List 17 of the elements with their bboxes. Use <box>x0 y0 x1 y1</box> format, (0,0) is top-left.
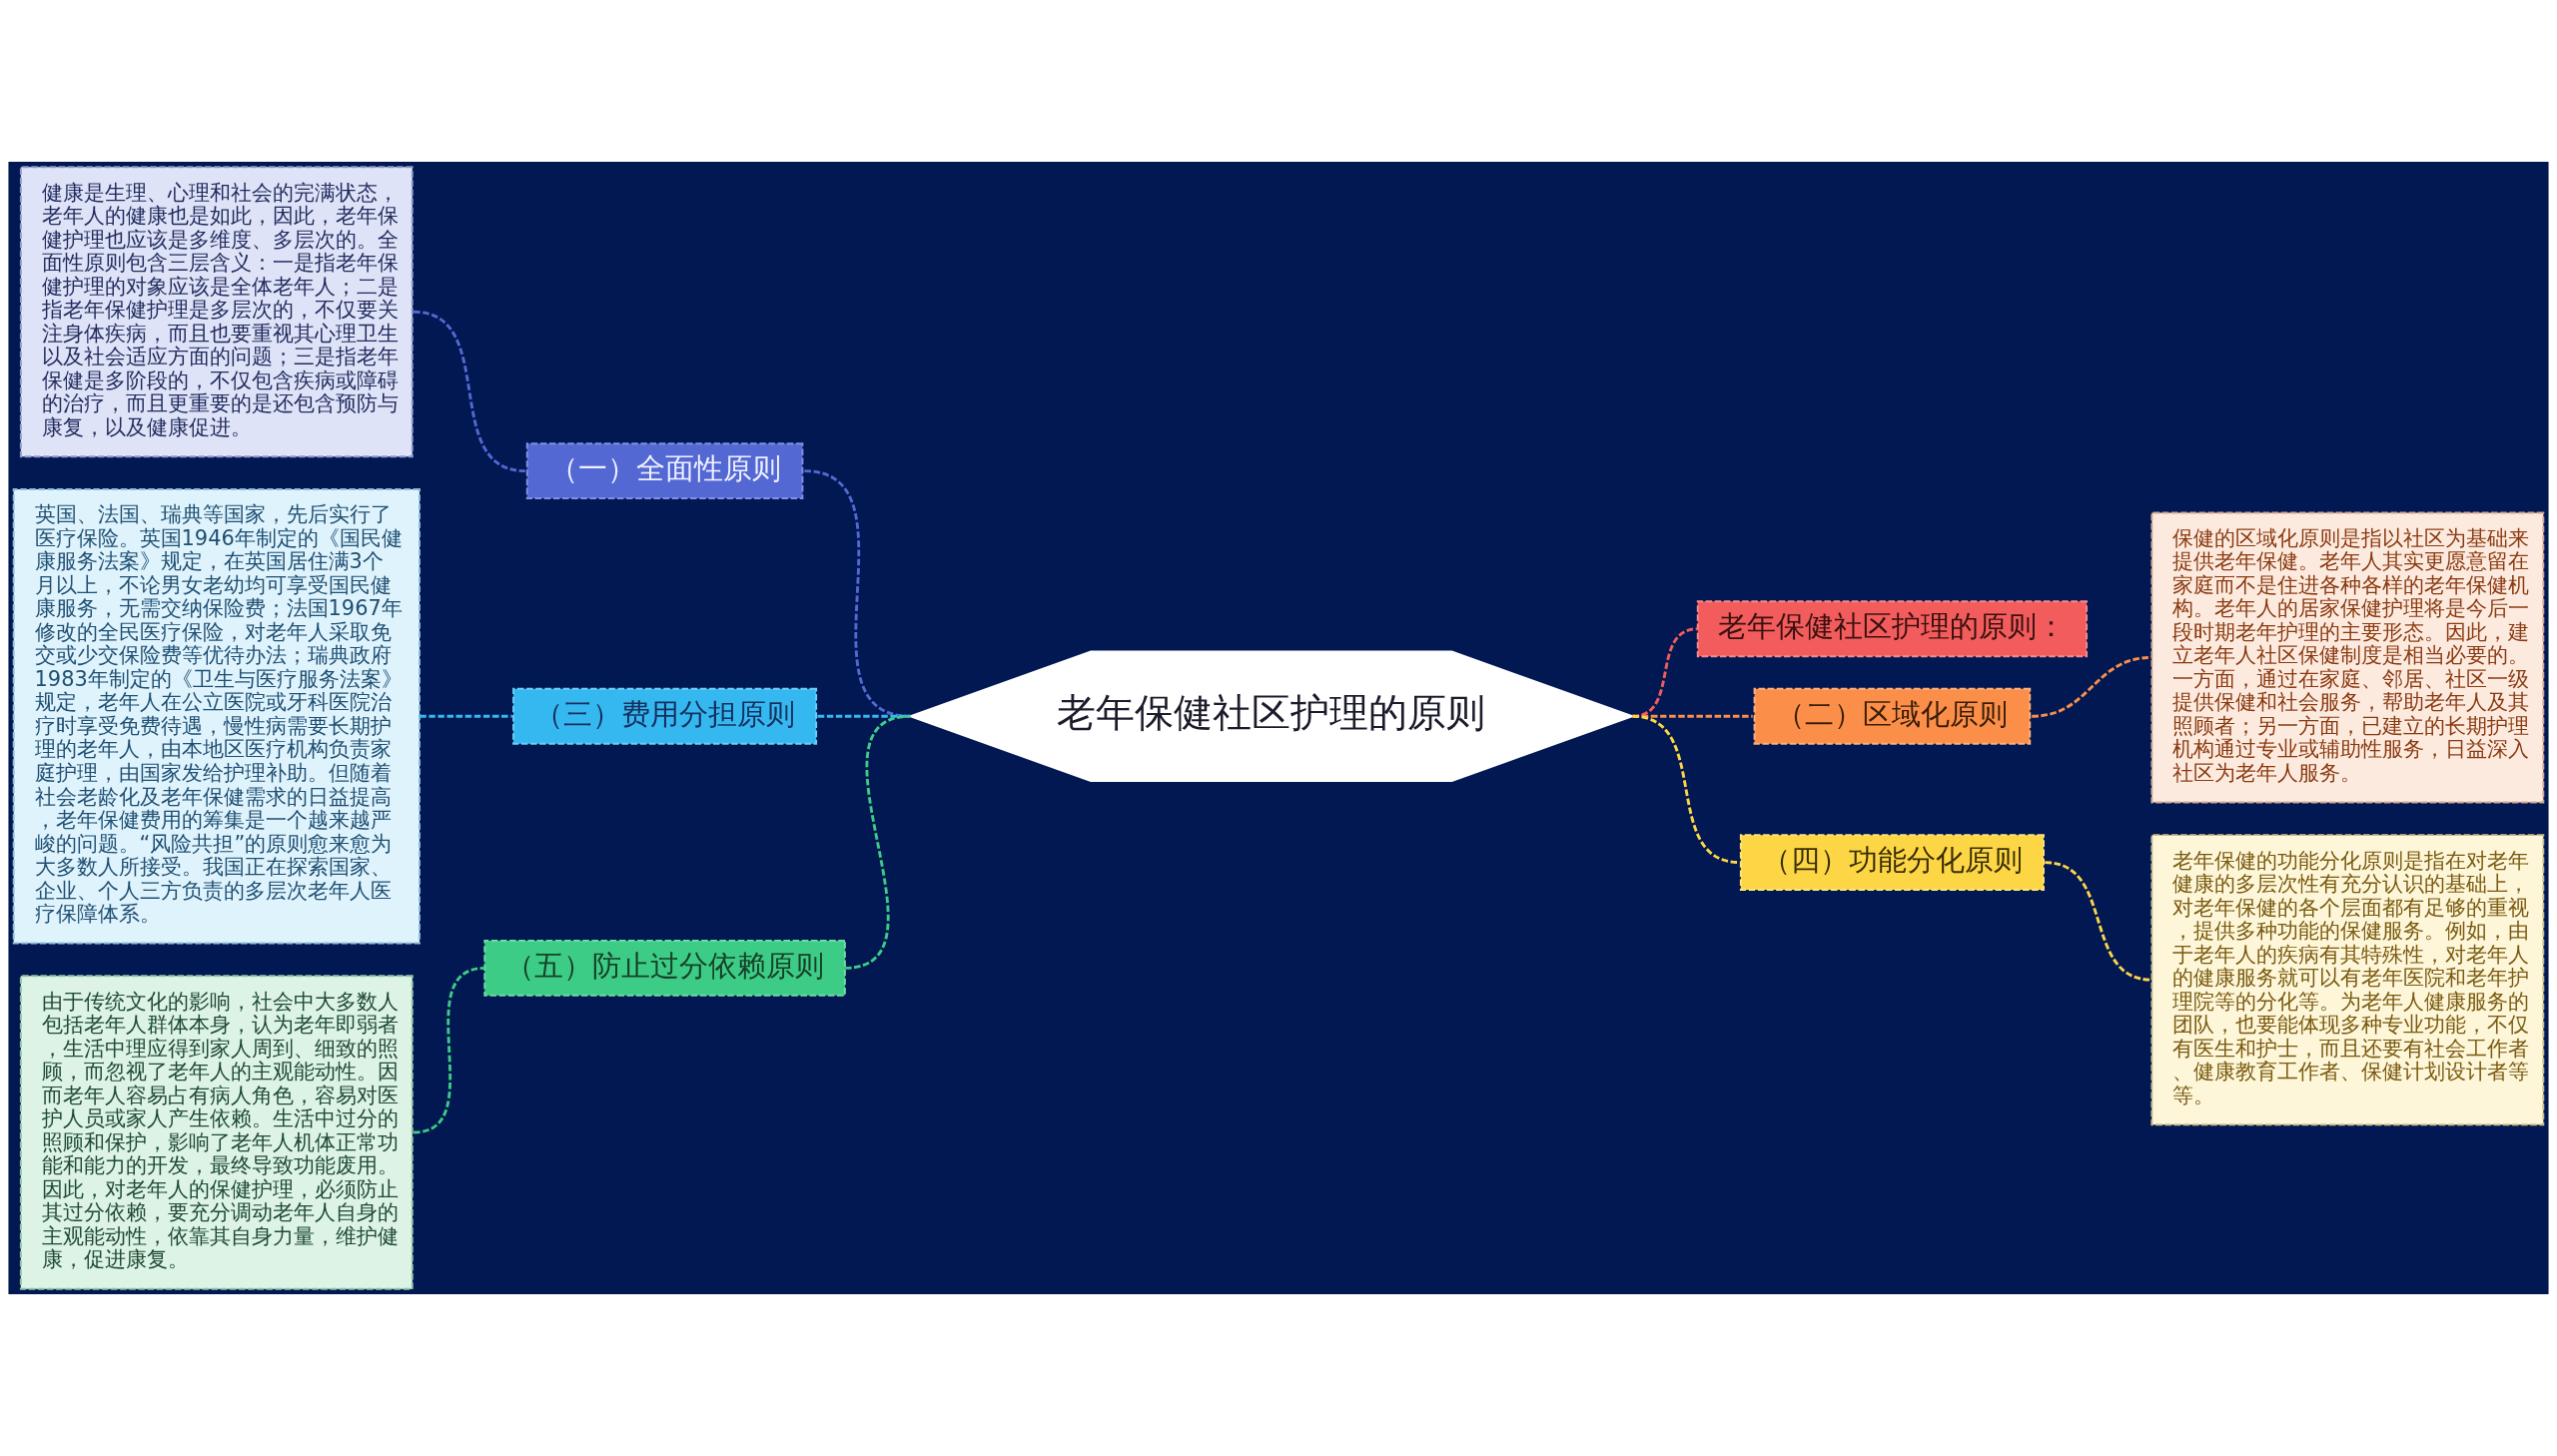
node-box: 保健的区域化原则是指以社区为基础来提供老年保健。老年人其实更愿意留在家庭而不是住进各种各样的老年保健机构。老年人的居家保健护理将是今后一段时期老年护理的主要形态。因此，建立老年人社区保健制度是相当必要的。一方面，通过在家庭、邻居、社区一级提供保健和社会服务，帮助老年人及其照顾者；另一方面，已建立的长期护理机构通过专业或辅助性服务，日益深入社区为老年人服务。 <box>2150 511 2545 804</box>
connector <box>413 967 485 1134</box>
node-box: （四）功能分化原则 <box>1739 834 2045 891</box>
connector <box>2045 861 2152 982</box>
connector <box>413 310 526 473</box>
node-box: 老年保健的功能分化原则是指在对老年健康的多层次性有充分认识的基础上，对老年保健的各个层面都有足够的重视，提供多种功能的保健服务。例如，由于老年人的疾病有其特殊性，对老年人的健康服务就可以有老年医院和老年护理院等的分化等。为老年人健康服务的团队，也要能体现多种专业功能，不仅有医生和护士，而且还要有社会工作者、健康教育工作者、保健计划设计者等等。 <box>2150 834 2545 1126</box>
node-box: 由于传统文化的影响，社会中大多数人包括老年人群体本身，认为老年即弱者，生活中理应得到家人周到、细致的照顾，而忽视了老年人的主观能动性。因而老年人容易占有病人角色，容易对医护人员或家人产生依赖。生活中过分的照顾和保护，影响了老年人机体正常功能和能力的开发，最终导致功能废用。因此，对老年人的保健护理，必须防止其过分依赖，要充分调动老年人自身的主观能动性，依靠其自身力量，维护健康，促进康复。 <box>19 975 414 1290</box>
connector <box>844 714 911 970</box>
connector <box>420 714 512 718</box>
node-box: （五）防止过分依赖原则 <box>483 939 846 997</box>
node-box: （二）区域化原则 <box>1753 687 2032 745</box>
node-box: 健康是生理、心理和社会的完满状态，老年人的健康也是如此，因此，老年保健护理也应该是多维度、多层次的。全面性原则包含三层含义：一是指老年保健护理的对象应该是全体老年人；二是指老年保健护理是多层次的，不仅要关注身体疾病，而且也要重视其心理卫生以及社会适应方面的问题；三是指老年保健是多阶段的，不仅包含疾病或障碍的治疗，而且更重要的是还包含预防与康复，以及健康促进。 <box>19 166 414 458</box>
node-box: 英国、法国、瑞典等国家，先后实行了医疗保险。英国1946年制定的《国民健康服务法案》规定，在英国居住满3个月以上，不论男女老幼均可享受国民健康服务，无需交纳保险费；法国1967年修改的全民医疗保险，对老年人采取免交或少交保险费等优待办法；瑞典政府1983年制定的《卫生与医疗服务法案》规定，老年人在公立医院或牙科医院治疗时享受免费待遇，慢性病需要长期护理的老年人，由本地区医疗机构负责家庭护理，由国家发给护理补助。但随着社会老龄化及老年保健需求的日益提高，老年保健费用的筹集是一个越来越严峻的问题。“风险共担”的原则愈来愈为大多数人所接受。我国正在探索国家、企业、个人三方负责的多层次老年人医疗保障体系。 <box>12 487 421 945</box>
node-box: 老年保健社区护理的原则： <box>1696 600 2089 658</box>
connector <box>1632 714 1740 864</box>
node-box: （三）费用分担原则 <box>512 687 818 745</box>
node-box: （一）全面性原则 <box>525 442 804 500</box>
